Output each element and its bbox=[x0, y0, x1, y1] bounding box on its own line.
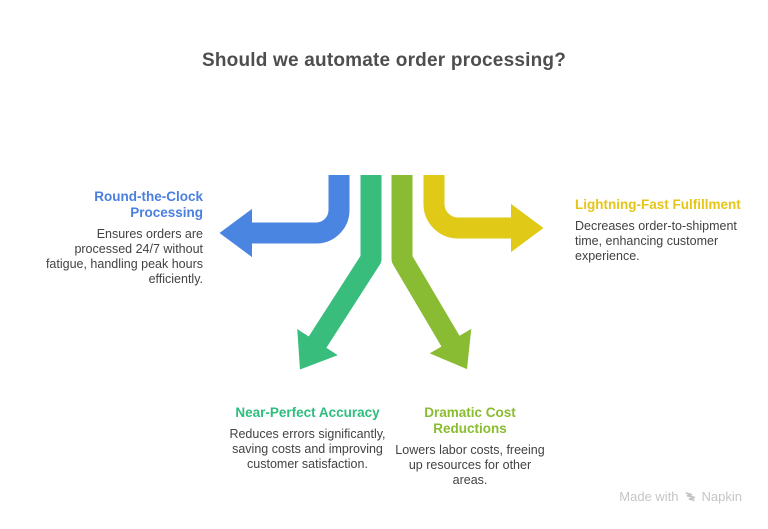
branch-heading: Lightning-Fast Fulfillment bbox=[575, 197, 741, 212]
branch-description: Reduces errors significantly, saving cos… bbox=[229, 427, 386, 472]
branch-description: Decreases order-to-shipment time, enhanc… bbox=[575, 219, 737, 264]
arrow-right-yellow bbox=[423, 175, 544, 253]
branch-description: Lowers labor costs, freeing up resources… bbox=[395, 443, 545, 488]
brand-label: Napkin bbox=[701, 489, 742, 504]
napkin-logo-icon bbox=[685, 492, 695, 501]
arrow-down-right-lime bbox=[391, 175, 472, 370]
branch-heading: Dramatic Cost Reductions bbox=[424, 405, 516, 437]
napkin-watermark[interactable]: Made with Napkin bbox=[619, 489, 742, 504]
branch-description: Ensures orders are processed 24/7 withou… bbox=[45, 227, 203, 287]
diagram-title: Should we automate order processing? bbox=[201, 50, 567, 71]
made-with-label: Made with bbox=[619, 489, 679, 504]
branch-heading: Near-Perfect Accuracy bbox=[235, 405, 380, 420]
arrow-left-blue bbox=[219, 175, 350, 258]
arrow-down-left-green bbox=[297, 175, 382, 370]
branch-dramatic-cost: Dramatic Cost Reductions Lowers labor co… bbox=[391, 405, 549, 488]
branch-heading: Round-the-Clock Processing bbox=[94, 189, 203, 221]
branch-round-the-clock: Round-the-Clock Processing Ensures order… bbox=[38, 189, 203, 287]
branch-near-perfect-accuracy: Near-Perfect Accuracy Reduces errors sig… bbox=[225, 405, 390, 472]
branch-lightning-fast: Lightning-Fast Fulfillment Decreases ord… bbox=[575, 197, 755, 264]
